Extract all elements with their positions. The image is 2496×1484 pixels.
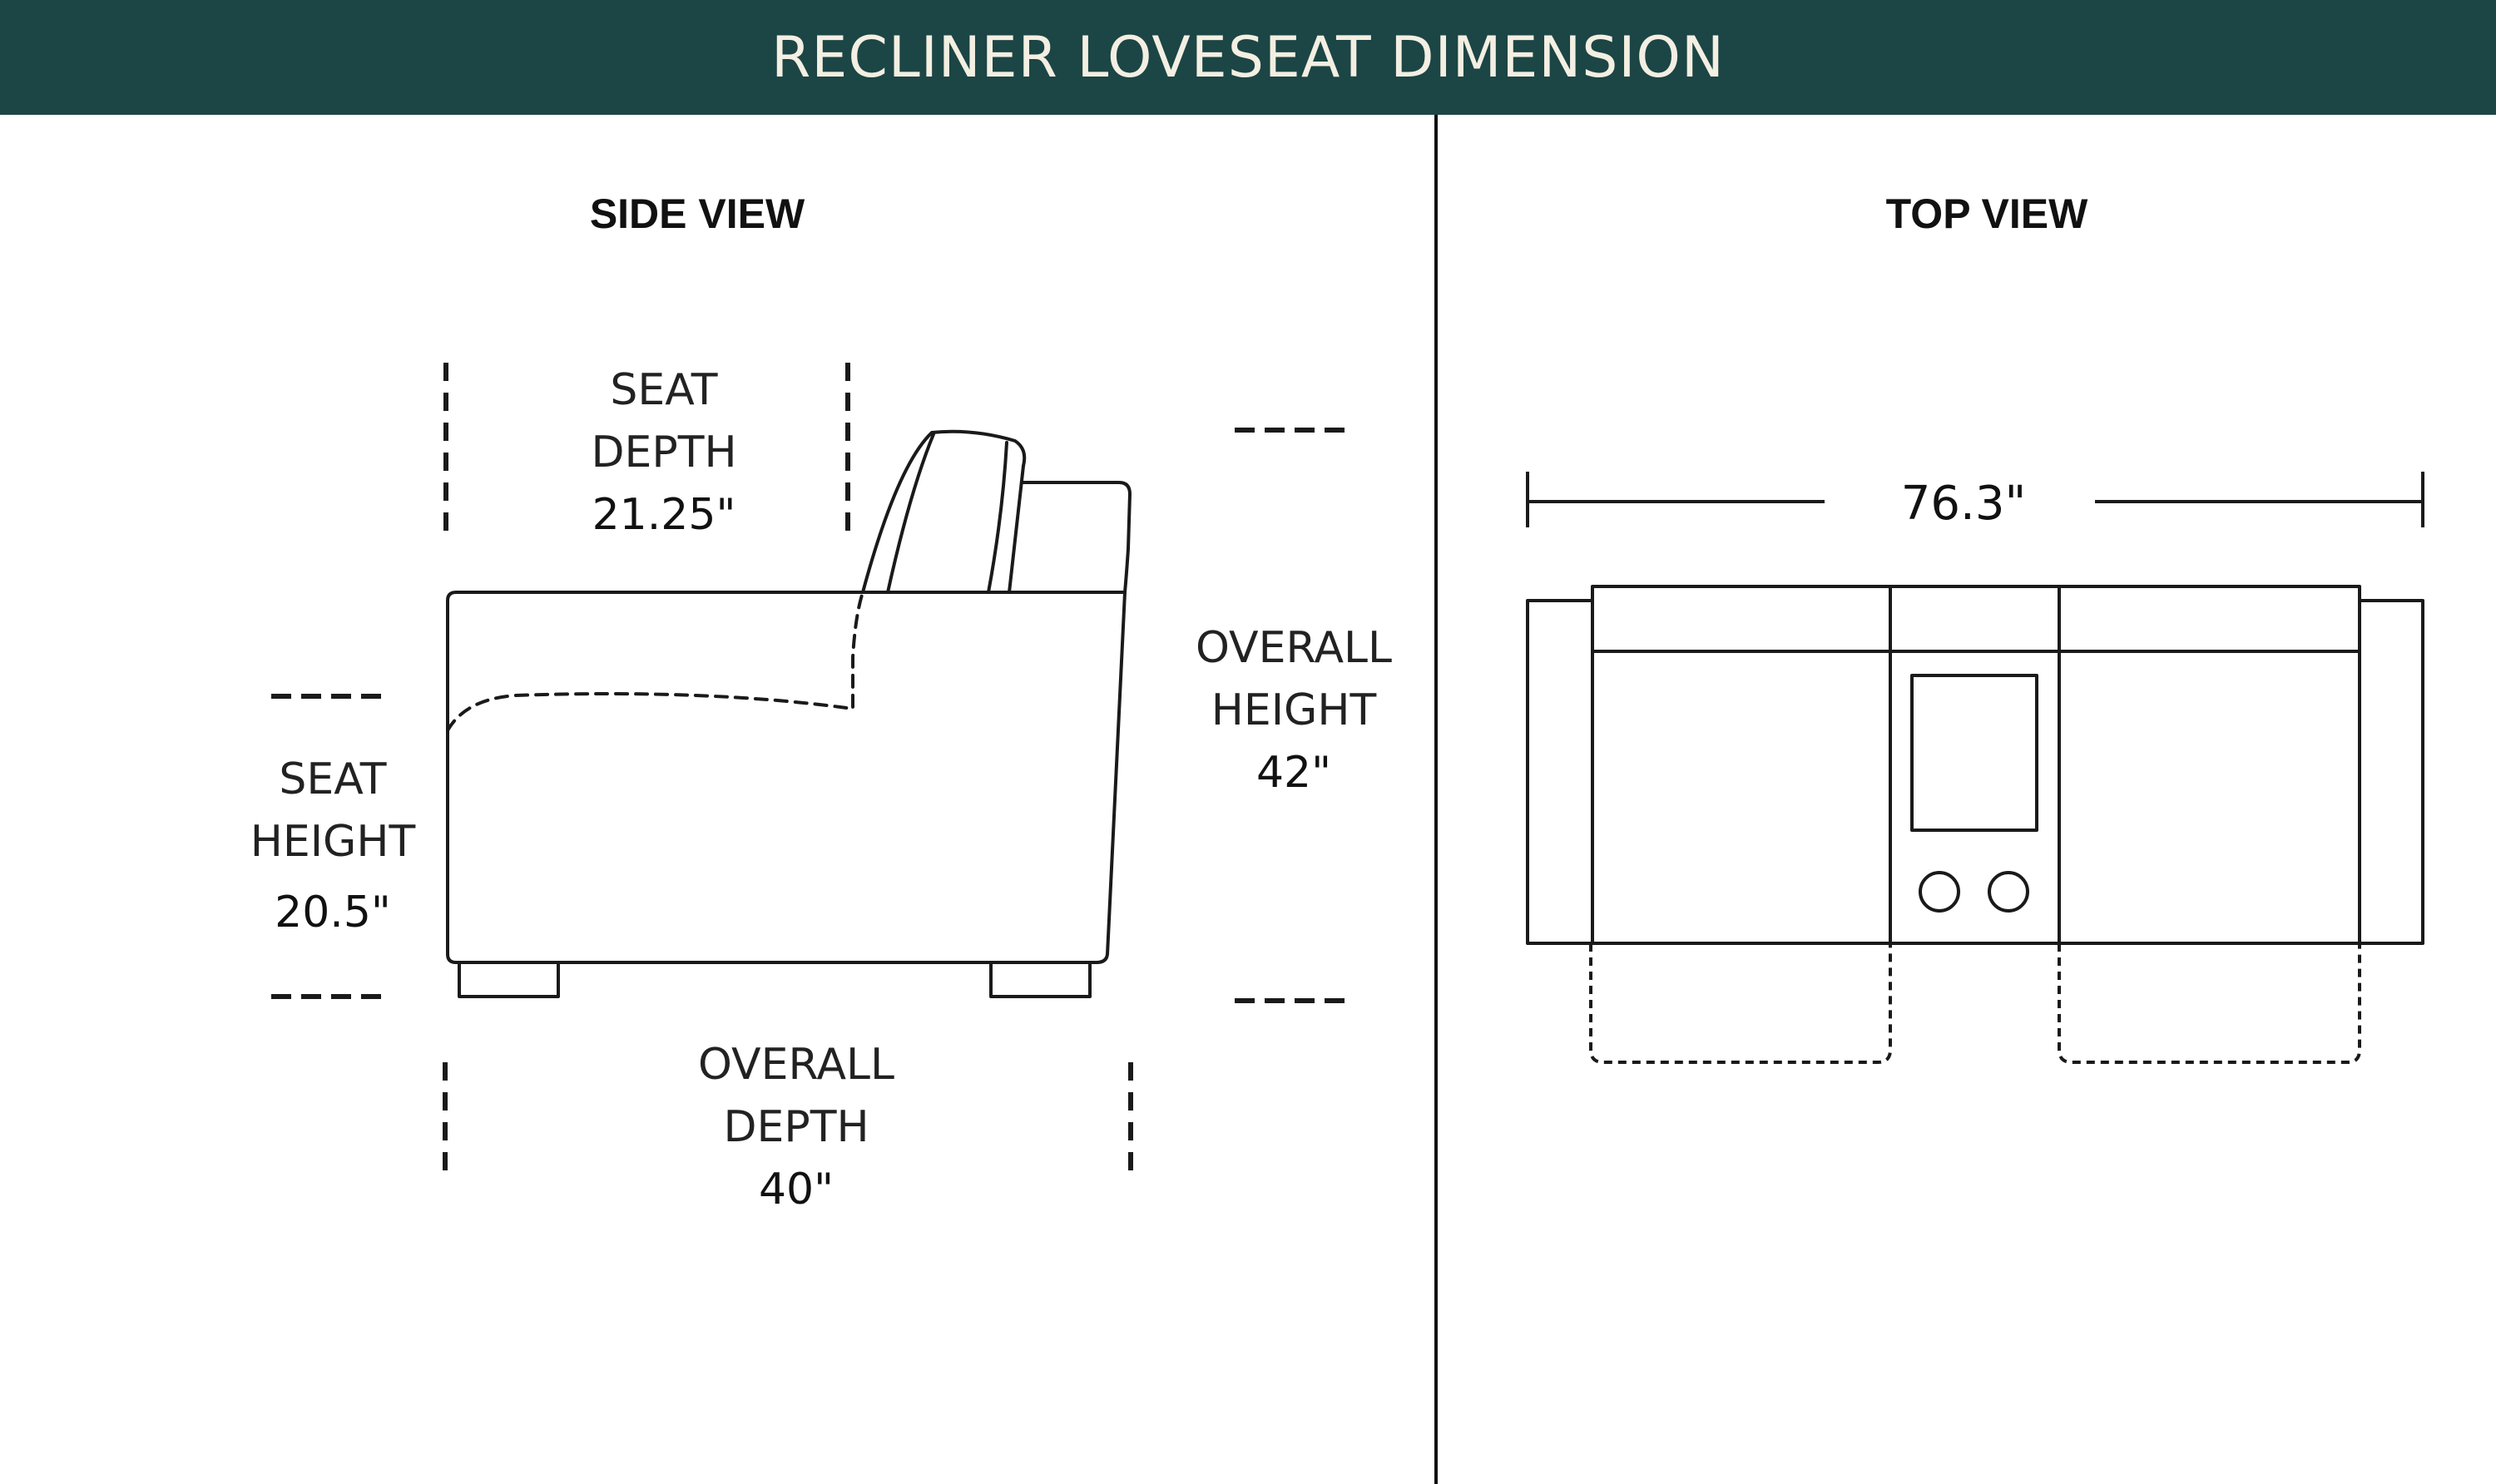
- side-view-title: SIDE VIEW: [589, 190, 805, 237]
- sofa-front-foot: [458, 961, 560, 998]
- cup-holder-left: [1919, 871, 1960, 913]
- overall-width-label: 76.3": [1864, 471, 2063, 537]
- back-strip: [1591, 585, 2361, 653]
- top-view-title: TOP VIEW: [1885, 190, 2088, 237]
- seat-height-label-line2: HEIGHT: [250, 817, 416, 867]
- footrest-left-dashed: [1589, 943, 1892, 1064]
- sofa-backrest: [861, 429, 1027, 594]
- overall-depth-label-line2: DEPTH: [723, 1102, 869, 1152]
- seat-depth-label: SEAT DEPTH 21.25": [531, 359, 797, 547]
- console-storage: [1910, 674, 2038, 832]
- sofa-side-body: [446, 591, 1127, 964]
- page-title: RECLINER LOVESEAT DIMENSION: [771, 24, 1725, 91]
- right-arm: [2358, 599, 2424, 945]
- sofa-back-foot: [989, 961, 1092, 998]
- overall-height-value: 42": [1255, 748, 1332, 798]
- sofa-backrest-inner: [886, 433, 935, 594]
- overall-height-label-line2: HEIGHT: [1211, 685, 1377, 735]
- seat-depth-value: 21.25": [592, 490, 736, 540]
- left-arm: [1526, 599, 1594, 945]
- seat-depth-label-line2: DEPTH: [591, 428, 737, 477]
- overall-depth-value: 40": [758, 1165, 834, 1214]
- overall-height-label: OVERALL HEIGHT 42": [1161, 617, 1427, 804]
- overall-depth-label-line1: OVERALL: [698, 1040, 894, 1090]
- overall-height-label-line1: OVERALL: [1196, 623, 1392, 673]
- side-view-drawing: [271, 363, 1345, 1180]
- footrest-right-dashed: [2058, 943, 2361, 1064]
- seat-depth-label-line1: SEAT: [610, 365, 718, 415]
- overall-depth-label: OVERALL DEPTH 40": [663, 1034, 929, 1221]
- top-view-drawing: [1526, 472, 2424, 1064]
- view-divider: [1434, 115, 1438, 1484]
- seat-height-label: SEAT HEIGHT 20.5": [200, 749, 466, 944]
- cup-holder-right: [1988, 871, 2029, 913]
- overall-width-value: 76.3": [1900, 477, 2027, 531]
- seat-area: [1591, 650, 2361, 945]
- seat-height-label-line1: SEAT: [279, 754, 387, 804]
- seat-height-value: 20.5": [275, 888, 391, 937]
- sofa-rear-cushion: [1022, 481, 1132, 594]
- sofa-backrest-inner2: [987, 441, 1008, 594]
- seat-contour-dashed: [446, 591, 864, 732]
- header-banner: RECLINER LOVESEAT DIMENSION: [0, 0, 2496, 115]
